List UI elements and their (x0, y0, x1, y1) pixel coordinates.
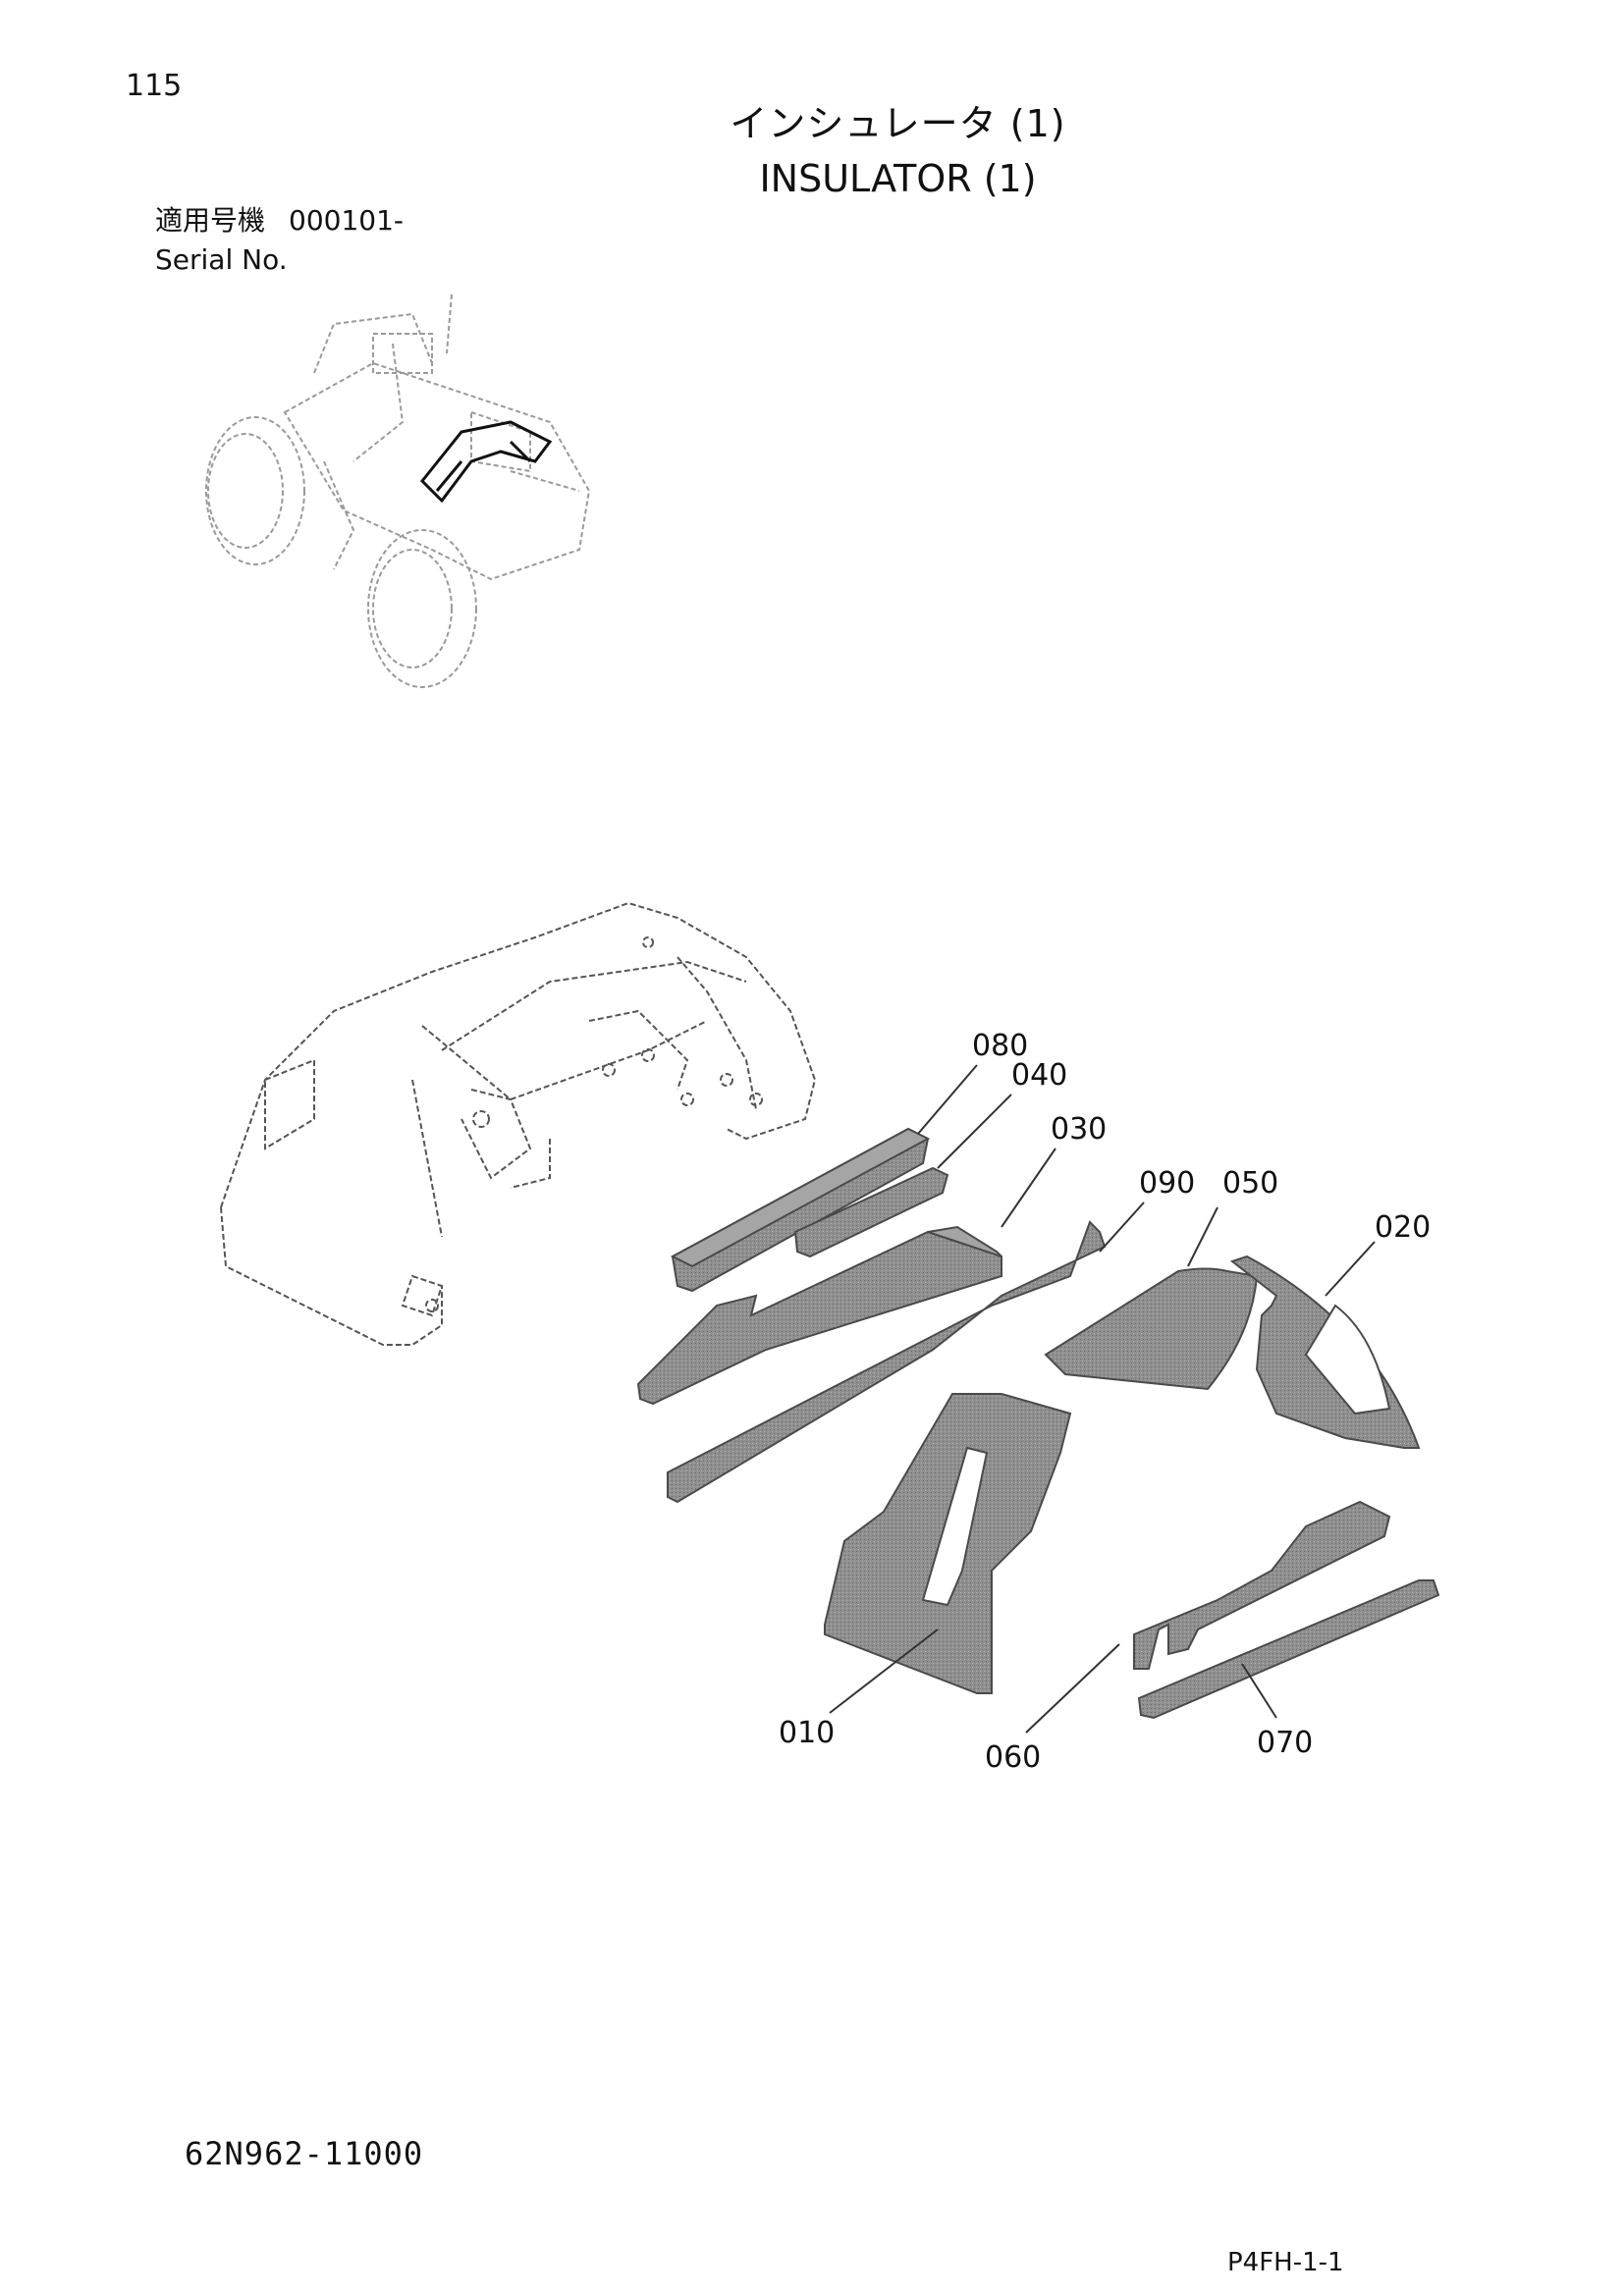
title-english: INSULATOR (1) (759, 157, 1037, 200)
page-number: 115 (126, 69, 183, 103)
part-010 (824, 1393, 1072, 1694)
document-number: 62N962-11000 (185, 2135, 424, 2172)
part-030 (636, 1225, 1002, 1406)
part-060 (1133, 1500, 1391, 1670)
callout-labels: 080 040 030 090 050 020 010 060 070 (779, 1029, 1431, 1775)
serial-value: 000101- (289, 204, 405, 237)
page-code: P4FH-1-1 (1227, 2248, 1344, 2277)
serial-label-en: Serial No. (155, 243, 288, 276)
part-080 (670, 1127, 931, 1293)
title-block: インシュレータ (1) INSULATOR (1) (0, 93, 1624, 200)
serial-block: 適用号機 000101- Serial No. (155, 201, 404, 280)
callout-090: 090 (1139, 1166, 1195, 1201)
highlighted-insulator-overview (419, 420, 553, 504)
callout-020: 020 (1375, 1210, 1431, 1245)
part-040 (793, 1166, 949, 1258)
serial-label-jp: 適用号機 (155, 204, 266, 237)
part-020 (1229, 1255, 1421, 1449)
callout-030: 030 (1051, 1112, 1107, 1147)
machine-overview-sketch (205, 294, 591, 688)
callout-070: 070 (1257, 1726, 1313, 1760)
fender-frame (220, 901, 817, 1346)
title-japanese: インシュレータ (1) (730, 102, 1066, 145)
callout-010: 010 (779, 1716, 835, 1750)
callout-060: 060 (985, 1740, 1041, 1775)
callout-040: 040 (1011, 1058, 1067, 1093)
callout-050: 050 (1222, 1166, 1278, 1201)
leader-lines (829, 1064, 1376, 1734)
callout-080: 080 (972, 1029, 1028, 1063)
part-050 (1044, 1267, 1259, 1391)
part-070 (1137, 1579, 1440, 1720)
